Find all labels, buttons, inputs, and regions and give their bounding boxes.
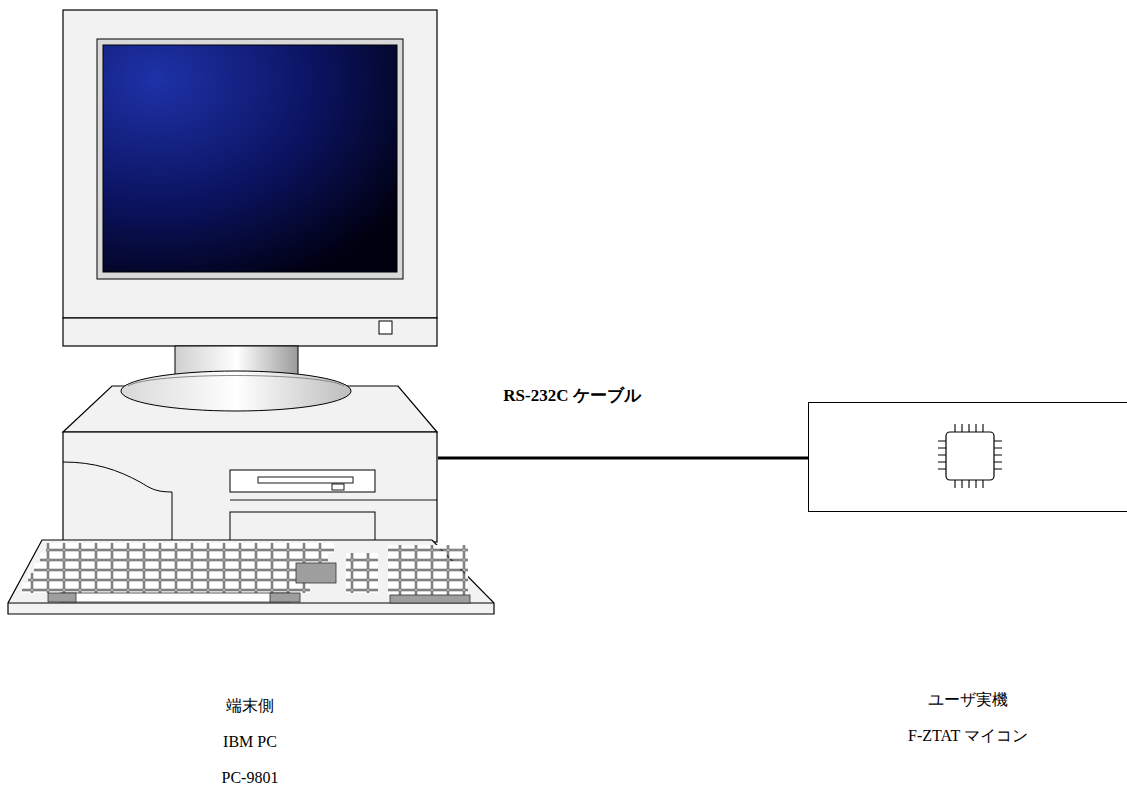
drive-bay: [230, 470, 375, 492]
key-row: [40, 553, 328, 563]
grey-key: [48, 593, 76, 602]
cable-label: RS-232C ケーブル: [500, 384, 643, 407]
base-rim: [128, 376, 344, 387]
node-label: F-ZTAT マイコン: [848, 718, 1088, 754]
terminal-pc: 端末側IBM PCPC-9801: [10, 10, 438, 785]
monitor-housing: [63, 10, 437, 318]
screen-bezel: [97, 39, 403, 279]
node-label: PC-9801: [130, 760, 370, 789]
monitor-base: [121, 371, 351, 411]
key-row: [46, 543, 334, 553]
case-front: [63, 432, 437, 542]
space-row: [60, 593, 290, 602]
key-row: [28, 573, 316, 583]
enter-key: [296, 563, 336, 583]
node-label: IBM PC: [130, 724, 370, 760]
power-button: [379, 321, 392, 334]
key-row: [34, 563, 322, 573]
cursor-keys: [346, 553, 378, 593]
key-row: [22, 583, 310, 593]
node-label: 端末側: [130, 688, 370, 724]
front-panel-curve: [63, 462, 172, 542]
keyboard: [8, 540, 494, 614]
system-unit: [63, 371, 437, 542]
mcu-chip: [938, 424, 1002, 488]
node-label-group: ユーザ実機F-ZTAT マイコン: [848, 682, 1088, 754]
monitor-band: [63, 318, 437, 346]
eject-button: [332, 484, 344, 490]
numeric-row: [390, 595, 470, 603]
crt-screen: [103, 45, 397, 272]
user-board: ユーザ実機F-ZTAT マイコン: [808, 402, 1127, 782]
lower-bay: [230, 512, 375, 542]
monitor: [63, 10, 437, 376]
floppy-slot: [258, 477, 353, 483]
chip-pins: [938, 424, 1002, 488]
board-outline: [808, 402, 1127, 512]
serial-cable: [438, 457, 808, 460]
node-label: ユーザ実機: [848, 682, 1088, 718]
numeric-pad: [388, 545, 468, 595]
chip-body: [946, 432, 994, 480]
keyboard-body: [8, 540, 494, 614]
case-seam: [230, 500, 437, 501]
node-label-group: 端末側IBM PCPC-9801: [130, 688, 370, 789]
grey-key: [270, 593, 300, 602]
